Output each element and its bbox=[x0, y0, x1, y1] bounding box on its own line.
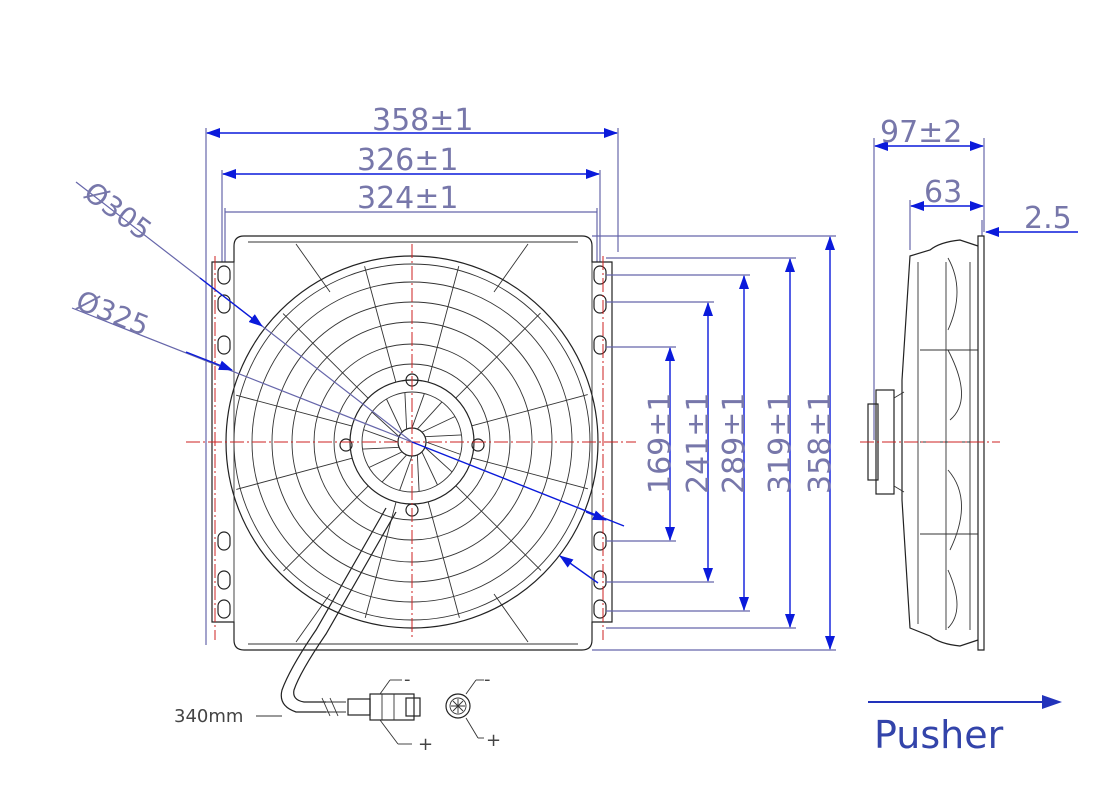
hub-fin bbox=[416, 454, 420, 492]
right-dimensions: 169±1 241±1 289±1 319±1 358±1 bbox=[592, 235, 838, 651]
connector-minus-label: - bbox=[404, 669, 411, 690]
depth-frame-label: 2.5 bbox=[1024, 201, 1072, 236]
hub-fin bbox=[368, 451, 403, 468]
height-3-label: 289±1 bbox=[717, 393, 752, 494]
hub-fin bbox=[424, 447, 453, 473]
left-mounting-slots bbox=[217, 265, 231, 619]
height-5-label: 358±1 bbox=[803, 393, 838, 494]
guard-spoke bbox=[282, 313, 369, 399]
hub-fin bbox=[363, 429, 399, 443]
height-1-label: 169±1 bbox=[643, 393, 678, 494]
depth-total-label: 97±2 bbox=[880, 115, 962, 150]
height-2-label: 241±1 bbox=[681, 393, 716, 494]
hub-fin bbox=[421, 451, 438, 486]
hub-fin bbox=[417, 401, 443, 430]
guard-spoke bbox=[236, 457, 353, 490]
hub-fin bbox=[381, 454, 407, 483]
guard-spoke bbox=[471, 457, 588, 490]
guard-spoke bbox=[236, 394, 353, 427]
hub-fin bbox=[411, 393, 425, 429]
guard-spoke bbox=[455, 485, 542, 571]
guard-spoke bbox=[427, 266, 460, 383]
side-view: 97±2 63 2.5 bbox=[860, 115, 1078, 651]
guard-spoke bbox=[427, 501, 460, 618]
airflow-direction: Pusher bbox=[868, 695, 1062, 757]
connector-plus-label: + bbox=[418, 734, 433, 755]
width-mount-label: 326±1 bbox=[357, 143, 458, 178]
pusher-label: Pusher bbox=[874, 713, 1004, 757]
hub-fin bbox=[399, 455, 413, 491]
guard-spoke bbox=[283, 485, 369, 572]
guard-spoke bbox=[364, 266, 397, 383]
height-4-label: 319±1 bbox=[763, 393, 798, 494]
hub-fin bbox=[404, 392, 408, 430]
hub-fin bbox=[362, 446, 400, 450]
plug-plus-label: + bbox=[486, 730, 501, 751]
diameter-blade-label: Ø305 bbox=[78, 175, 158, 247]
depth-motor-label: 63 bbox=[924, 175, 962, 210]
width-outer-label: 358±1 bbox=[372, 103, 473, 138]
front-view: 358±1 326±1 324±1 bbox=[71, 103, 838, 755]
connector-callouts: - + - + bbox=[379, 669, 501, 755]
hub-fin bbox=[421, 416, 456, 433]
cable-length-label: 340mm bbox=[174, 706, 243, 727]
guard-spoke bbox=[471, 394, 588, 427]
plug-minus-label: - bbox=[484, 669, 491, 690]
hub-fin bbox=[386, 398, 403, 433]
hub-fin bbox=[371, 411, 400, 437]
hub-fin bbox=[424, 434, 462, 438]
power-cable: 340mm bbox=[174, 507, 421, 727]
diameter-shroud-label: Ø325 bbox=[71, 284, 153, 343]
top-dimensions: 358±1 326±1 324±1 bbox=[205, 103, 619, 645]
hub-fin bbox=[425, 441, 461, 455]
width-inner-label: 324±1 bbox=[357, 181, 458, 216]
guard-spoke bbox=[455, 312, 541, 399]
